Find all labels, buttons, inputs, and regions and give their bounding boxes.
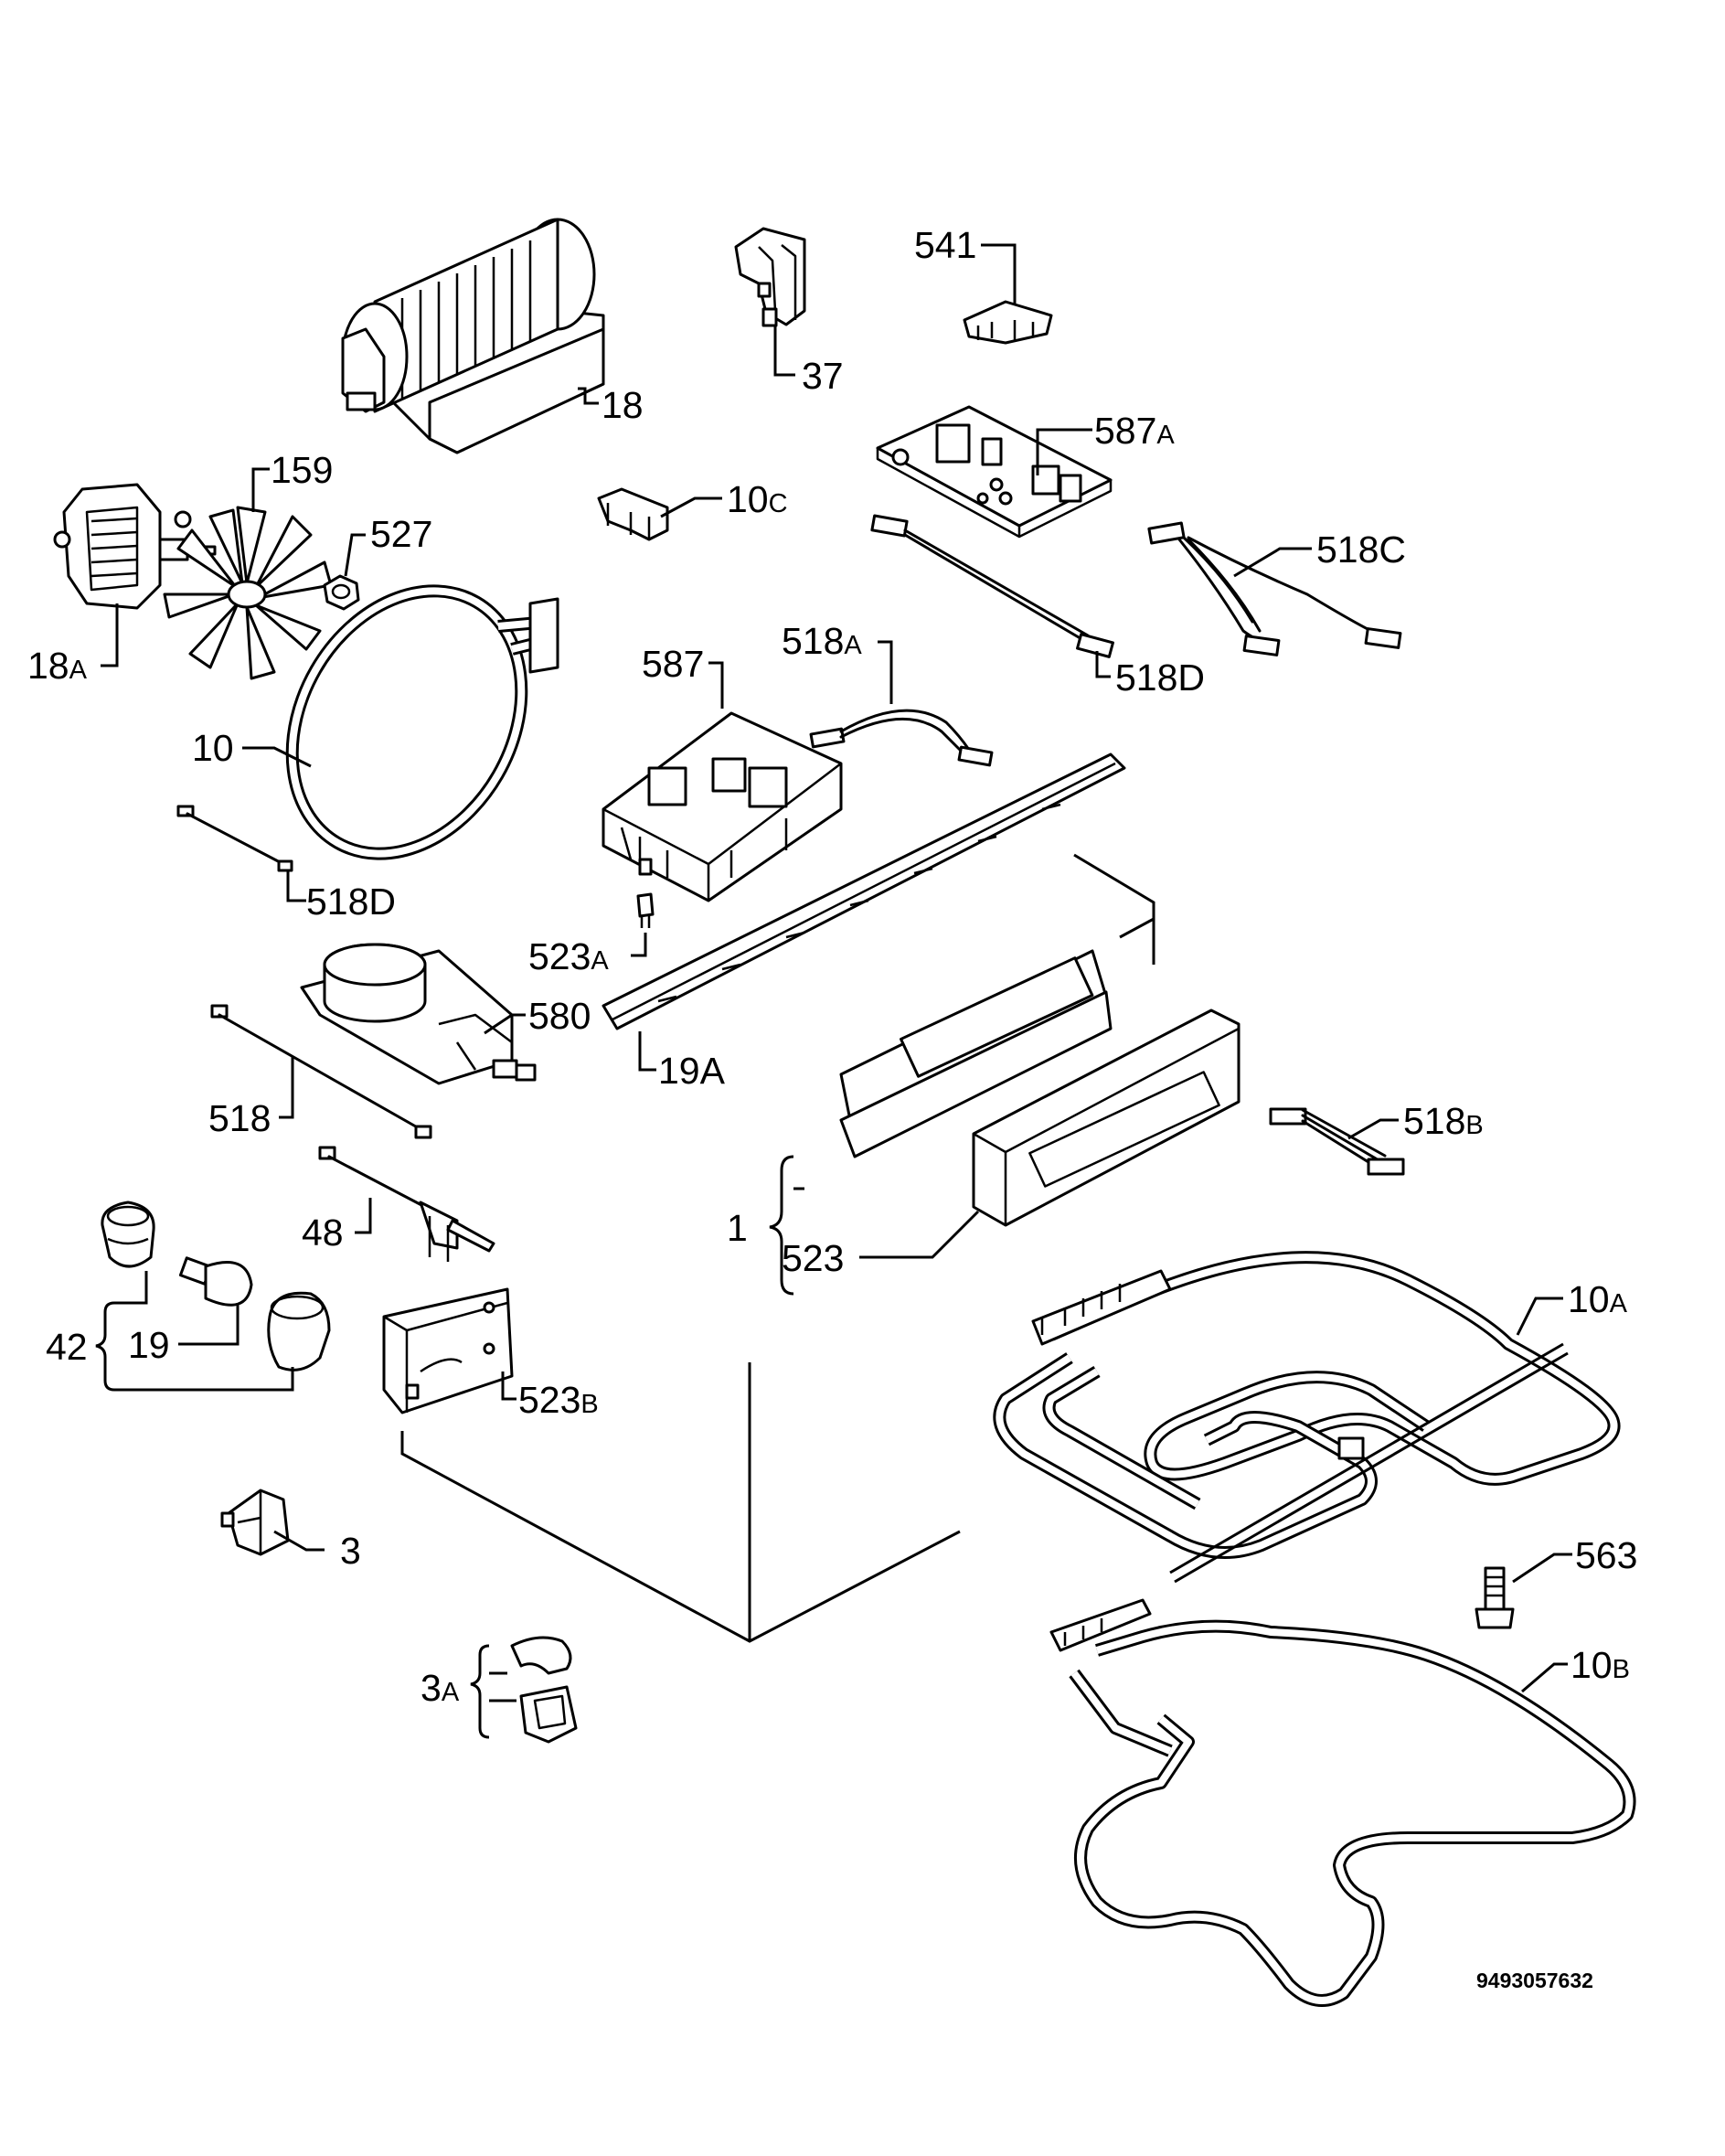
label-10b: 10B	[1571, 1644, 1630, 1686]
leader-580	[484, 1013, 526, 1035]
part-518-wire	[210, 1004, 432, 1139]
label-587: 587	[642, 643, 704, 685]
leader-10c	[660, 496, 722, 518]
leader-18	[578, 387, 599, 405]
bracket-group-42	[95, 1271, 294, 1392]
leader-518d-top	[1095, 651, 1111, 678]
label-19: 19	[128, 1324, 170, 1366]
leader-587a	[1036, 428, 1092, 475]
part-18-tangential-fan	[341, 218, 605, 454]
part-527-nut	[323, 574, 360, 611]
label-10a: 10A	[1568, 1278, 1628, 1320]
part-3a-thermal-cutout	[510, 1636, 578, 1744]
label-541: 541	[914, 224, 976, 266]
bracket-group-1	[769, 1155, 804, 1296]
leader-3	[273, 1530, 325, 1552]
label-523b: 523B	[518, 1379, 599, 1421]
leader-37	[773, 326, 795, 377]
leader-518	[279, 1056, 294, 1119]
leader-10	[242, 746, 312, 768]
label-48: 48	[302, 1211, 344, 1254]
leader-541	[981, 243, 1017, 304]
leader-563	[1512, 1553, 1572, 1584]
part-523a-small-fuse	[636, 892, 655, 928]
label-518c: 518C	[1316, 528, 1406, 571]
part-587-control-module	[602, 711, 843, 902]
leader-518a	[878, 640, 893, 704]
part-18a-motor	[53, 483, 217, 610]
leader-518d-left	[286, 870, 306, 902]
leader-159	[251, 467, 270, 512]
part-lamp-cover	[267, 1291, 331, 1372]
part-lamp-holder	[101, 1201, 155, 1268]
label-518: 518	[208, 1097, 271, 1139]
part-10a-grill-element	[993, 1251, 1621, 1584]
part-518b-ribbon-cable	[1269, 1107, 1405, 1176]
leader-523b	[501, 1372, 516, 1401]
part-10-circular-heating-element	[285, 584, 559, 860]
part-10c-bracket	[597, 487, 669, 541]
label-18: 18	[602, 384, 644, 426]
part-37-clip	[734, 227, 806, 327]
leader-10b	[1521, 1662, 1568, 1693]
label-10c: 10C	[727, 478, 788, 520]
part-523b-mounting-bracket	[382, 1287, 514, 1414]
label-159: 159	[271, 449, 333, 491]
label-580: 580	[528, 995, 591, 1037]
label-42: 42	[46, 1326, 88, 1368]
bracket-group-3a	[470, 1644, 516, 1739]
leader-10a	[1516, 1297, 1563, 1336]
part-518a-ribbon-wire	[809, 709, 994, 767]
document-code: 9493057632	[1476, 1969, 1593, 1992]
label-518d-left: 518D	[306, 881, 396, 923]
part-10b-bottom-heating-element	[1049, 1598, 1636, 2007]
label-518a: 518A	[782, 620, 862, 662]
label-19a: 19A	[658, 1050, 726, 1092]
part-159-fan-impeller	[163, 506, 333, 680]
part-523-control-housing	[972, 1009, 1241, 1227]
part-19a-control-rail	[602, 752, 1126, 1030]
leader-518c	[1233, 547, 1312, 578]
part-580-actuator-motor	[300, 943, 537, 1085]
leader-48	[355, 1198, 372, 1234]
leader-518b	[1347, 1118, 1399, 1140]
label-527: 527	[370, 513, 432, 555]
part-48-temperature-sensor	[318, 1146, 495, 1262]
part-541-connector	[963, 300, 1053, 345]
label-523a: 523A	[528, 935, 609, 977]
label-10: 10	[192, 727, 234, 769]
label-1: 1	[727, 1207, 748, 1249]
leader-523	[859, 1210, 980, 1259]
label-563: 563	[1575, 1534, 1637, 1576]
part-518d-wire-top	[870, 514, 1114, 658]
part-display-frame	[839, 949, 1113, 1158]
part-518d-wire-left	[176, 805, 293, 872]
part-563-bolt	[1475, 1566, 1515, 1629]
label-518b: 518B	[1403, 1100, 1484, 1142]
cabinet-outline	[400, 853, 1155, 1643]
part-3-thermostat	[220, 1489, 290, 1556]
leader-527	[344, 533, 366, 577]
part-587a-circuit-board	[876, 405, 1113, 539]
leader-18a	[101, 603, 119, 667]
leader-523a	[631, 933, 647, 957]
label-3a: 3A	[421, 1667, 460, 1709]
label-523: 523	[782, 1237, 844, 1279]
leader-587	[708, 661, 724, 709]
label-518d-top: 518D	[1115, 656, 1205, 699]
label-587a: 587A	[1094, 410, 1175, 452]
label-3: 3	[340, 1530, 361, 1572]
label-18a: 18A	[27, 645, 88, 687]
label-37: 37	[802, 355, 844, 397]
part-19-lamp-bulb	[178, 1256, 253, 1307]
part-518c-wire-harness	[1147, 521, 1402, 656]
leader-19a	[638, 1031, 656, 1072]
